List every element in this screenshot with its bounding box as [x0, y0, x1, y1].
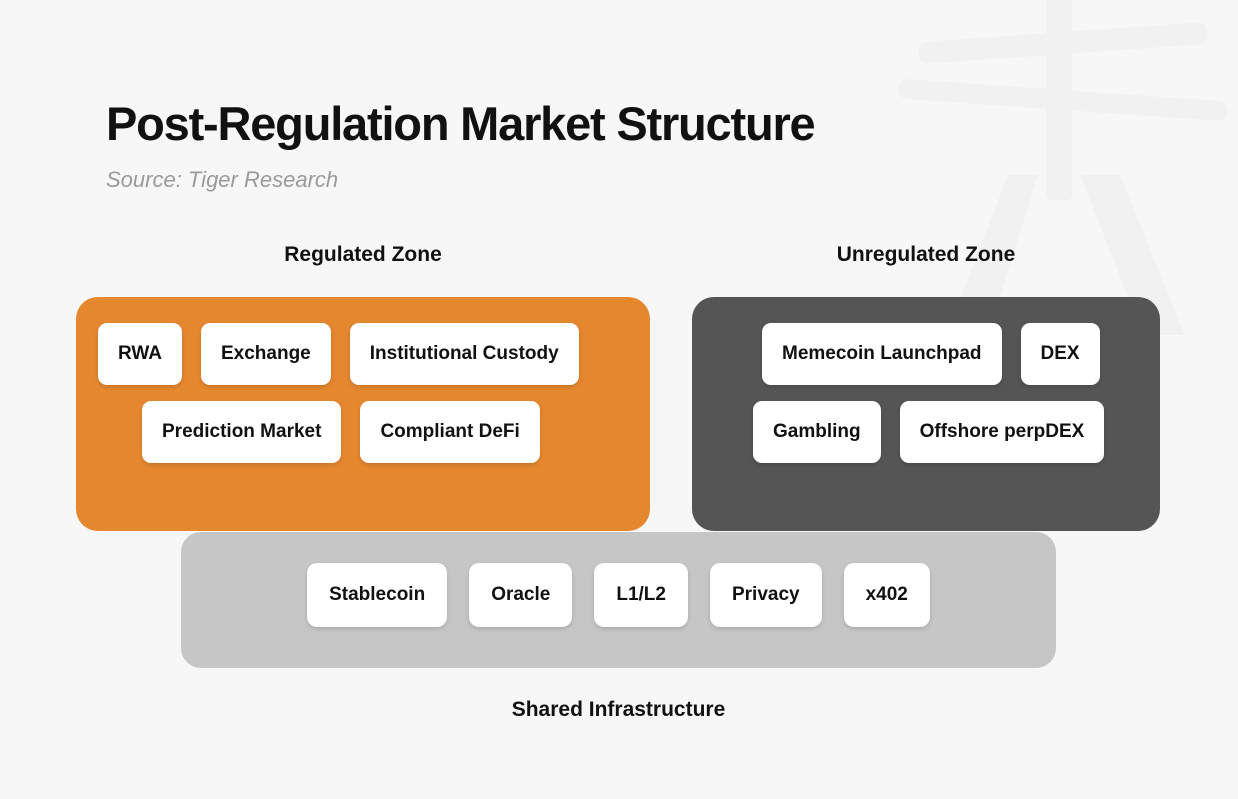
card-privacy[interactable]: Privacy: [709, 563, 822, 627]
card-l1-l2[interactable]: L1/L2: [594, 563, 688, 627]
source-label: Source: Tiger Research: [106, 167, 339, 192]
card-dex[interactable]: DEX: [1020, 323, 1100, 385]
regulated-row-1: RWA Exchange Institutional Custody: [98, 323, 628, 385]
regulated-zone-panel: RWA Exchange Institutional Custody Predi…: [76, 297, 650, 531]
card-offshore-perpdex[interactable]: Offshore perpDEX: [899, 401, 1105, 463]
regulated-row-2: Prediction Market Compliant DeFi: [98, 401, 628, 463]
unregulated-zone-panel: Memecoin Launchpad DEX Gambling Offshore…: [692, 297, 1160, 531]
unregulated-row-1: Memecoin Launchpad DEX: [714, 323, 1138, 385]
card-rwa[interactable]: RWA: [98, 323, 182, 385]
regulated-zone-label: Regulated Zone: [284, 243, 442, 266]
card-x402[interactable]: x402: [843, 563, 930, 627]
card-prediction-market[interactable]: Prediction Market: [142, 401, 342, 463]
card-institutional-custody[interactable]: Institutional Custody: [349, 323, 579, 385]
page-title: Post-Regulation Market Structure: [106, 97, 816, 150]
shared-infrastructure-zone: Stablecoin Oracle L1/L2 Privacy x402: [181, 532, 1056, 668]
card-compliant-defi[interactable]: Compliant DeFi: [360, 401, 540, 463]
card-exchange[interactable]: Exchange: [200, 323, 331, 385]
card-oracle[interactable]: Oracle: [469, 563, 573, 627]
card-stablecoin[interactable]: Stablecoin: [307, 563, 448, 627]
card-memecoin-launchpad[interactable]: Memecoin Launchpad: [762, 323, 1002, 385]
unregulated-row-2: Gambling Offshore perpDEX: [714, 401, 1138, 463]
unregulated-zone-label: Unregulated Zone: [836, 243, 1016, 266]
shared-infrastructure-label: Shared Infrastructure: [511, 698, 726, 721]
card-gambling[interactable]: Gambling: [753, 401, 881, 463]
